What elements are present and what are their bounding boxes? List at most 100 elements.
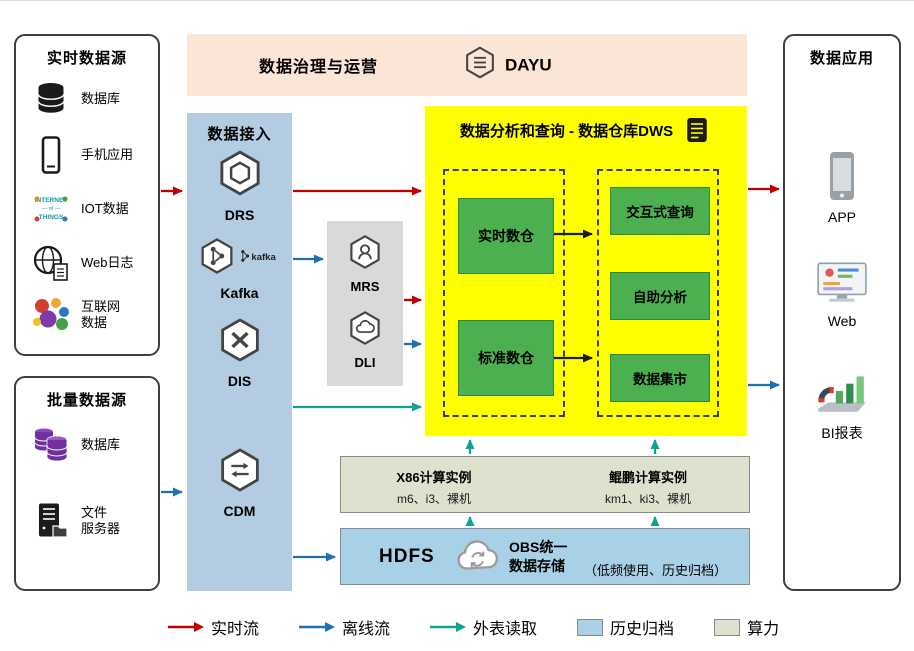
x86-compute-group: X86计算实例 m6、i3、裸机 [349,467,519,507]
source-item-label: 数据库 [81,436,121,452]
service-mrs: MRS [327,234,403,294]
svg-text:kafka: kafka [251,252,276,263]
source-item-label: Web日志 [81,254,134,270]
app-item-label: APP [827,209,856,225]
mrs-icon [347,234,383,275]
source-item-label: 数据库 [81,90,121,106]
legend-label: 算力 [747,621,780,638]
source-item-file-server: 文件 服务器 [30,500,120,542]
compute-swatch [714,618,741,636]
app-item-bi-report: BI报表 [785,368,899,443]
app-item-web: Web [785,258,899,329]
app-item-label: Web [827,313,857,329]
dws-header: 数据分析和查询 - 数据仓库DWS [425,106,747,145]
obs-label: OBS统一 数据存储 [509,539,568,574]
smartphone-icon [822,150,862,202]
source-item-batch-database: 数据库 [30,424,120,466]
service-cdm: CDM [187,447,292,519]
source-item-label: 文件 服务器 [81,504,121,536]
module-standard-warehouse: 标准数仓 [458,320,554,396]
legend-item-external-read: 外表读取 [430,615,537,639]
legend-label: 外表读取 [473,621,538,638]
source-item-iot: INTERNET — of — THINGS IOT数据 [30,188,129,230]
blue-arrow-icon [299,621,336,633]
source-item-label: 互联网 数据 [81,298,121,330]
dli-icon [347,310,383,351]
service-label: MRS [350,279,380,294]
source-item-database: 数据库 [30,78,120,120]
compute-title: X86计算实例 [396,470,472,485]
svg-text:— of —: — of — [42,206,61,212]
legend-label: 历史归档 [610,621,675,638]
applications-title: 数据应用 [809,50,874,67]
applications-panel: 数据应用 APP Web BI报表 [783,34,901,591]
red-arrow-icon [168,621,204,633]
obs-note: （低频使用、历史归档） [584,563,728,578]
service-label: Kafka [220,285,259,301]
legend-item-archive: 历史归档 [577,615,674,639]
teal-arrow-icon [430,621,467,633]
module-data-mart: 数据集市 [610,354,710,402]
document-icon [682,115,712,145]
source-item-weblog: Web日志 [30,242,134,284]
compute-subtitle: km1、ki3、裸机 [604,492,691,506]
service-dli: DLI [327,310,403,370]
realtime-sources-panel: 实时数据源 数据库 手机应用 INTERNET — of — THINGS IOT数… [14,34,160,356]
ingestion-column: 数据接入 DRS kafka Kafka DIS [187,113,292,591]
mobile-phone-icon [30,134,72,176]
batch-sources-panel: 批量数据源 数据库 文件 服务器 [14,376,160,591]
source-item-label: IOT数据 [81,200,129,216]
service-kafka: kafka Kafka [187,237,292,301]
service-drs: DRS [187,149,292,223]
internet-data-icon [30,294,72,336]
legend: 实时流 离线流 外表读取 历史归档 算力 [168,615,779,639]
service-dis: DIS [187,317,292,389]
governance-title: 数据治理与运营 [259,59,379,76]
kafka-hexagon-icon [198,237,236,280]
legend-item-offline-flow: 离线流 [299,615,390,639]
kafka-wordmark-icon: kafka [239,248,281,269]
service-label: DIS [227,373,252,389]
compute-subtitle: m6、i3、裸机 [396,492,471,506]
source-item-label: 手机应用 [81,146,134,162]
file-server-icon [30,500,72,542]
storage-bar: HDFS OBS统一 数据存储 （低频使用、历史归档） [340,528,750,585]
dis-icon [217,317,263,368]
dayu-label: DAYU [505,55,552,74]
web-monitor-icon [815,258,869,306]
dws-panel: 数据分析和查询 - 数据仓库DWS 实时数仓 标准数仓 交互式查询 自助分析 数… [425,106,747,436]
source-item-internet-data: 互联网 数据 [30,294,120,336]
cdm-icon [217,447,263,498]
svg-text:THINGS: THINGS [39,214,64,221]
legend-label: 实时流 [211,621,260,638]
drs-icon [216,149,264,202]
compute-title: 鲲鹏计算实例 [608,470,687,485]
compute-bar: X86计算实例 m6、i3、裸机 鲲鹏计算实例 km1、ki3、裸机 [340,456,750,513]
module-self-service-analysis: 自助分析 [610,272,710,320]
ingestion-title: 数据接入 [207,126,272,143]
dws-analysis-group: 交互式查询 自助分析 数据集市 [597,169,719,417]
dws-title: 数据分析和查询 - 数据仓库DWS [459,122,674,140]
dws-warehouse-group: 实时数仓 标准数仓 [443,169,565,417]
hdfs-label: HDFS [379,545,435,567]
service-label: DLI [354,355,376,370]
archive-swatch [577,618,604,636]
database-icon [30,78,72,120]
purple-database-icon [30,424,72,466]
module-realtime-warehouse: 实时数仓 [458,198,554,274]
processing-box: MRS DLI [327,221,403,386]
source-item-mobile-app: 手机应用 [30,134,133,176]
service-label: DRS [224,207,255,223]
realtime-sources-title: 实时数据源 [46,50,127,67]
svg-text:INTERNET: INTERNET [35,197,68,204]
batch-sources-title: 批量数据源 [46,392,127,409]
iot-icon: INTERNET — of — THINGS [30,188,72,230]
service-label: CDM [223,503,256,519]
legend-item-compute-power: 算力 [714,615,779,639]
governance-banner: 数据治理与运营 DAYU [187,34,747,96]
obs-cloud-icon [453,536,503,581]
legend-item-realtime-flow: 实时流 [168,615,259,639]
dayu-icon [463,46,497,85]
bi-chart-icon [815,368,869,416]
